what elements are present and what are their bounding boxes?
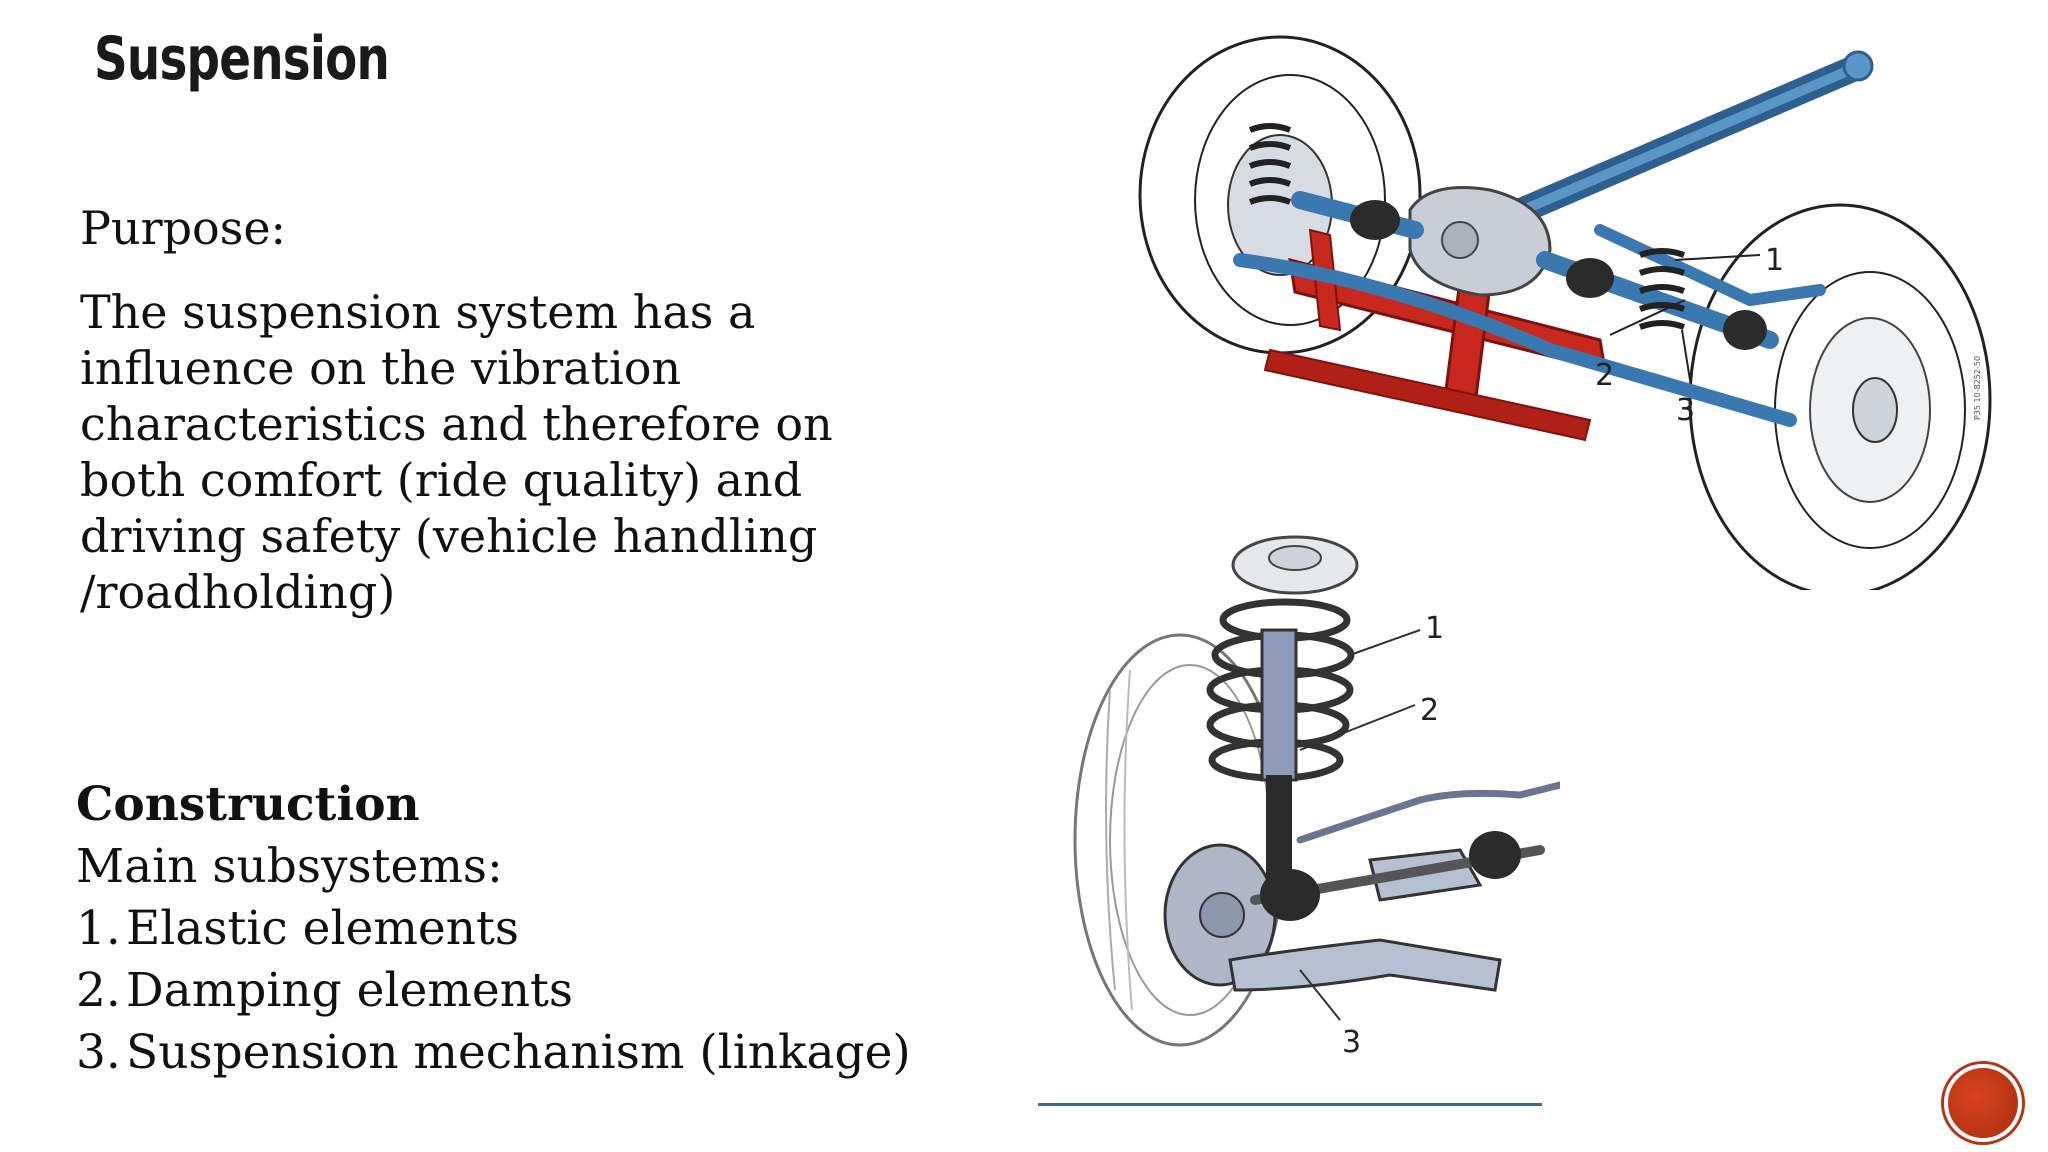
figure-code: P35 10-8252-50 (1973, 356, 1982, 420)
corner-logo-icon (1944, 1064, 2022, 1142)
list-number: 1. (76, 901, 121, 956)
list-label: Damping elements (126, 963, 574, 1018)
subsystems-list: 1.Elastic elements 2.Damping elements 3.… (76, 898, 911, 1084)
drive-shafts (1291, 191, 1779, 350)
list-item: 2.Damping elements (76, 960, 911, 1022)
callout-2: 2 (1595, 358, 1614, 393)
subsystems-label: Main subsystems: (76, 839, 503, 894)
list-number: 3. (76, 1025, 121, 1080)
callout-1: 1 (1425, 611, 1444, 646)
callout-3: 3 (1342, 1025, 1361, 1060)
callout-2: 2 (1420, 693, 1439, 728)
stabilizer-bar (1296, 781, 1560, 844)
slide-title: Suspension (94, 24, 390, 94)
purpose-label: Purpose: (80, 201, 287, 255)
figure-divider (1038, 1103, 1542, 1106)
callout-3: 3 (1676, 393, 1695, 428)
list-number: 2. (76, 963, 121, 1018)
propeller-shaft (1487, 50, 1874, 233)
top-mount (1231, 535, 1359, 595)
callout-lines (1609, 254, 1761, 381)
purpose-text: The suspension system has a influence on… (80, 285, 833, 619)
construction-heading: Construction (76, 777, 420, 832)
strut-illustration: 1 2 3 (1073, 535, 1560, 1060)
rear-axle-illustration: 1 2 3 P35 10-8252-50 (1138, 35, 1992, 590)
construction-section: Construction Main subsystems: 1.Elastic … (76, 774, 911, 1084)
callout-1: 1 (1765, 243, 1784, 278)
list-item: 1.Elastic elements (76, 898, 911, 960)
drive-shaft (1250, 831, 1545, 921)
left-coil-spring (1248, 123, 1292, 205)
damper (1260, 628, 1298, 895)
right-coil-spring (1638, 248, 1686, 330)
list-item: 3.Suspension mechanism (linkage) (76, 1022, 911, 1084)
list-label: Suspension mechanism (linkage) (126, 1025, 911, 1080)
list-label: Elastic elements (126, 901, 519, 956)
callout-lines (1299, 629, 1421, 1021)
differential (1408, 186, 1552, 297)
